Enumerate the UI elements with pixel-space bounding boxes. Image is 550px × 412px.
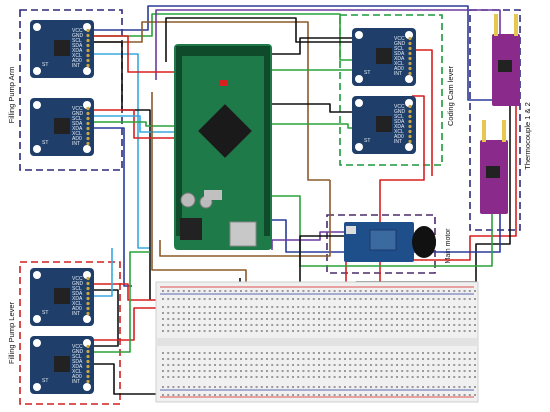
sensor-pin-label: AD0 [394,66,404,72]
sensor-pin-label: XCL [72,301,82,307]
sensor-st-label: ST [42,140,48,146]
wire-black-motor [299,235,360,292]
sensor-pin-label: AD0 [72,306,82,312]
sensor-pin-label: XCL [72,369,82,375]
sensor-pin-label: SDA [72,43,83,49]
wire-red-arm1 [92,35,176,73]
wire-green-lever2 [92,251,150,353]
wire-brown-top [92,21,330,181]
wire-blue-thermo [272,214,501,253]
sensor-pin-label: VCC [72,276,83,282]
sensor-pin-label: SDA [72,291,83,297]
sensor-pin-label: AD0 [72,58,82,64]
sensor-pin-label: SCL [72,116,82,122]
wire-red-lever2 [92,307,160,341]
wire-black-cam1 [272,37,356,55]
sensor-pin-label: XCL [394,129,404,135]
sensor-pin-label: GND [394,41,406,47]
sensor-pin-label: XDA [394,124,405,130]
sensor-st-label: ST [364,138,370,144]
group-label-arm: Filling Pump Arm [7,67,16,124]
sensor-pin-label: XDA [72,126,83,132]
wire-black-top [165,17,356,62]
wire-brown-motor [159,180,331,257]
sensor-pin-label: SCL [72,354,82,360]
sensor-st-label: ST [42,62,48,68]
wire-cyan-top [92,53,150,249]
sensor-pin-label: XDA [72,364,83,370]
wires [90,5,517,395]
group-label-cam: Coding Cam lever [446,65,455,126]
mcu-chip [198,104,252,158]
sensor-pin-label: XCL [394,61,404,67]
sensor-pin-label: XCL [72,53,82,59]
wire-black-cam2 [272,103,356,113]
sensor-st-label: ST [42,310,48,316]
group-label-lever: Filling Pump Lever [7,301,16,364]
sensor-pin-label: INT [72,311,80,317]
sensor-pin-label: INT [394,139,402,145]
main-motor [344,222,436,262]
sensor-pin-label: SCL [394,46,404,52]
sensor-pin-label: GND [72,111,84,117]
sensor-pin-label: INT [72,63,80,69]
group-label-motor: Main motor [445,228,452,264]
sensor-pin-label: SDA [394,119,405,125]
wire-cyan-arm2 [90,115,176,133]
sensor-pin-label: XDA [394,56,405,62]
thermocouple-module-2 [480,120,508,214]
sensor-pin-label: AD0 [72,374,82,380]
sensor-pin-label: AD0 [394,134,404,140]
sensor-pin-label: VCC [72,344,83,350]
sensor-pin-label: GND [72,281,84,287]
wire-red-cam2 [412,49,433,176]
sensor-pin-label: SCL [72,286,82,292]
sensor-pin-label: VCC [394,36,405,42]
group-box-cam [339,14,443,166]
sensor-pin-label: SDA [72,121,83,127]
wire-blue-top [92,5,492,101]
group-label-thermo: Thermocouple 1 & 2 [523,102,532,170]
wire-purple-top [155,9,501,80]
sensor-pin-label: SCL [72,38,82,44]
sensor-pin-label: GND [394,109,406,115]
sensor-pin-label: SDA [72,359,83,365]
wire-black-lever1 [92,289,119,347]
sensor-pin-label: SCL [394,114,404,120]
sensor-pin-label: AD0 [72,136,82,142]
thermocouple-module-1 [492,14,520,106]
wire-cyan-lever1 [92,248,113,297]
wire-brown-lever [151,92,247,290]
sensor-st-label: ST [364,70,370,76]
sensor-pin-label: XDA [72,296,83,302]
wire-green-arm2 [90,121,176,127]
sensor-pin-label: GND [72,349,84,355]
sensor-pin-label: INT [394,71,402,77]
sensor-pin-label: XDA [72,48,83,54]
group-box-lever [19,261,121,405]
wire-green-cam2 [272,123,356,129]
sensor-pin-label: INT [72,141,80,147]
wire-purple-motor [271,231,346,250]
sensor-pin-label: XCL [72,131,82,137]
sensor-pin-label: VCC [394,104,405,110]
sensor-pin-label: INT [72,379,80,385]
breadboard [155,281,479,403]
sensor-pin-label: GND [72,33,84,39]
sensor-pin-label: SDA [394,51,405,57]
sensor-st-label: ST [42,378,48,384]
wire-red-cam [379,95,425,292]
sensor-pin-label: VCC [72,28,83,34]
microcontroller-board [174,44,272,250]
sensor-pin-label: VCC [72,106,83,112]
wire-red-arm2 [90,109,176,139]
